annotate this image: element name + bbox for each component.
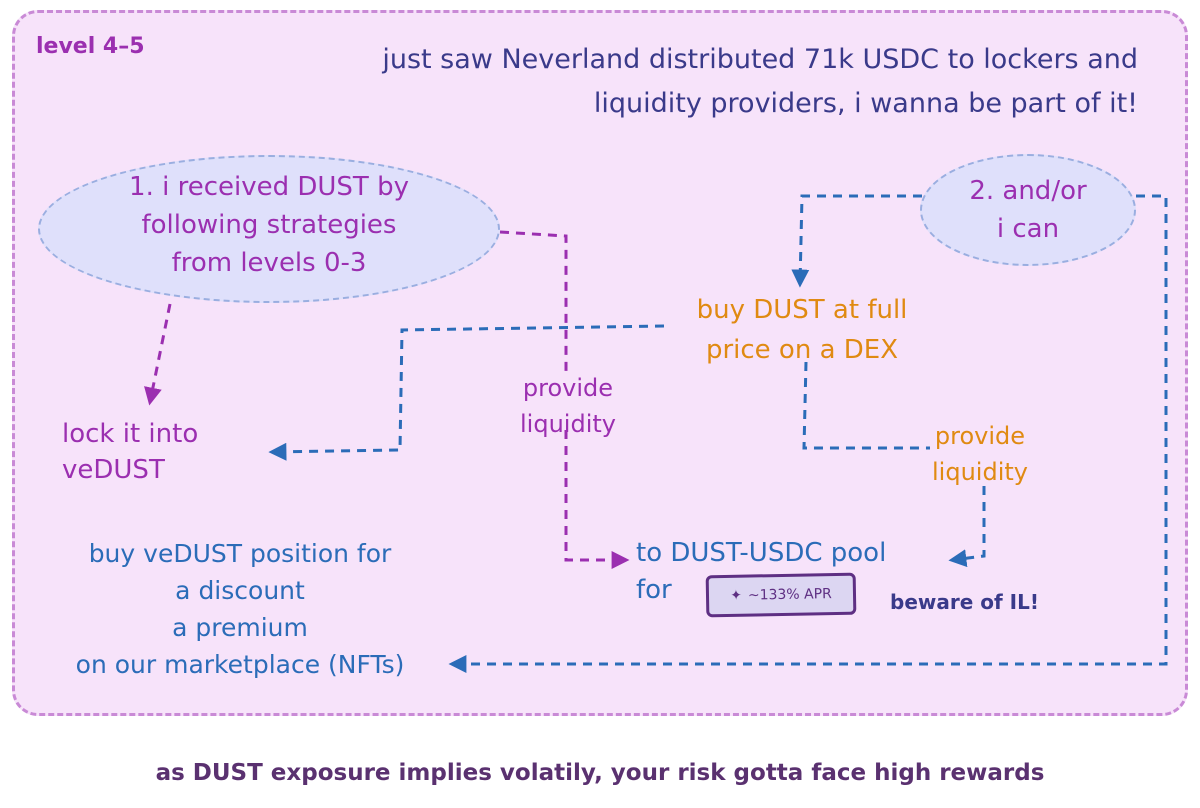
for-label: for — [636, 575, 672, 605]
and-or-text: 2. and/or i can — [920, 172, 1136, 248]
received-dust-bubble — [38, 155, 500, 303]
footer-caption: as DUST exposure implies volatily, your … — [155, 760, 1045, 786]
buy-ve-line: a discount — [175, 576, 305, 605]
bubble1-line: following strategies — [141, 210, 397, 240]
prov2-line: provide — [934, 422, 1026, 450]
buy-ve-line: on our marketplace (NFTs) — [75, 650, 405, 679]
buy-ve-line: a premium — [172, 613, 308, 642]
intro-line: liquidity providers, i wanna be part of … — [593, 88, 1138, 119]
prov1-line: liquidity — [520, 410, 616, 438]
intro-line: just saw Neverland distributed 71k USDC … — [382, 44, 1138, 75]
lock-line: lock it into — [62, 419, 199, 449]
buy-dust-dex-text: buy DUST at full price on a DEX — [652, 290, 952, 370]
buy-vedust-text: buy veDUST position for a discount a pre… — [30, 535, 450, 683]
level-label: level 4–5 — [36, 34, 145, 59]
buy-ve-line: buy veDUST position for — [88, 539, 392, 568]
apr-badge: ✦ ~133% APR — [705, 572, 857, 618]
pool-text: to DUST-USDC pool — [636, 538, 887, 568]
bubble1-line: from levels 0-3 — [171, 248, 367, 278]
sparkle-icon: ✦ — [730, 587, 743, 604]
bubble1-line: 1. i received DUST by — [129, 172, 409, 202]
provide-liquidity-right: provide liquidity — [900, 418, 1060, 490]
apr-text: ~133% APR — [747, 586, 832, 604]
provide-liquidity-left: provide liquidity — [498, 370, 638, 442]
bubble2-line: i can — [996, 214, 1060, 244]
beware-il-text: beware of IL! — [890, 590, 1039, 614]
received-dust-text: 1. i received DUST by following strategi… — [38, 168, 500, 282]
intro-text: just saw Neverland distributed 71k USDC … — [382, 38, 1138, 126]
lock-line: veDUST — [62, 455, 165, 485]
buy-dex-line: buy DUST at full — [696, 295, 908, 325]
prov2-line: liquidity — [932, 458, 1028, 486]
lock-vedust-text: lock it into veDUST — [62, 416, 198, 488]
prov1-line: provide — [522, 374, 614, 402]
buy-dex-line: price on a DEX — [705, 335, 899, 365]
bubble2-line: 2. and/or — [969, 176, 1087, 206]
